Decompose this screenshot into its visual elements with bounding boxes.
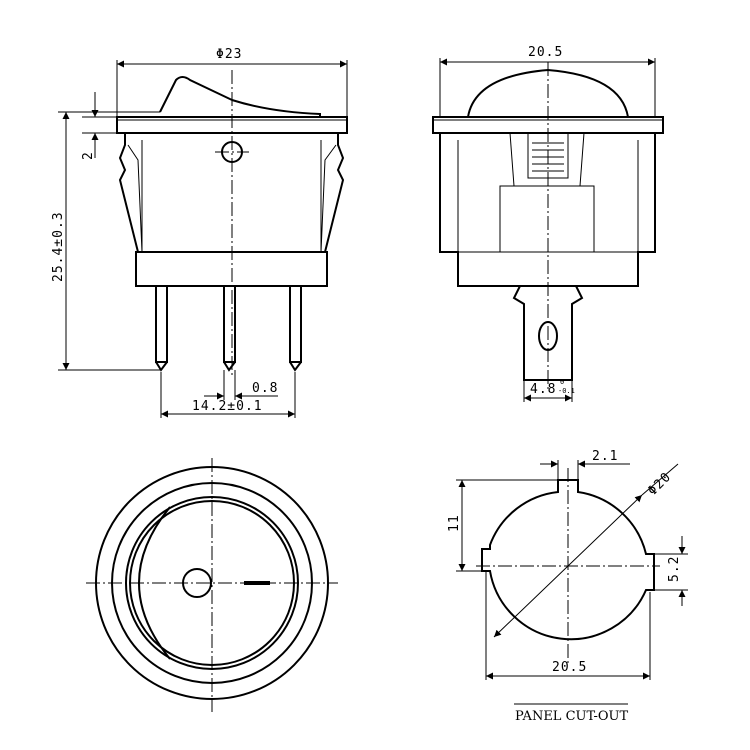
dim-pin-4-8-tol-top: 0 [560, 378, 564, 386]
dim-cutout-2-1: 2.1 [592, 449, 618, 464]
pin-right [289, 285, 302, 363]
rocker-actuator [159, 76, 321, 118]
dim-cutout-phi-20: Φ20 [645, 469, 674, 498]
dim-cutout-20-5: 20.5 [552, 660, 587, 675]
top-view [86, 458, 338, 712]
side-view: 20.5 4.8 0 -0.1 [432, 45, 664, 402]
dim-cutout-11: 11 [447, 514, 462, 532]
dim-width-20-5-side: 20.5 [528, 45, 563, 60]
pin-left [155, 285, 168, 363]
dim-cutout-5-2: 5.2 [667, 556, 682, 582]
dim-diameter-23: Φ23 [216, 47, 242, 62]
panel-cutout-view: 2.1 Φ20 11 5.2 20.5 PANEL CUT-OUT [447, 449, 688, 724]
dim-pin-4-8-tol-bot: -0.1 [558, 387, 575, 395]
pin-center [223, 285, 236, 363]
dim-pin-span-14-2: 14.2±0.1 [192, 399, 263, 414]
dim-height-25-4: 25.4±0.3 [51, 211, 66, 282]
dim-pin-4-8: 4.8 [530, 382, 556, 397]
panel-cutout-label: PANEL CUT-OUT [515, 709, 628, 724]
dim-height-2: 2 [81, 151, 96, 160]
front-view: Φ23 2 25.4±0.3 0.8 14.2±0.1 [51, 47, 348, 418]
dim-pin-0-8: 0.8 [252, 381, 278, 396]
